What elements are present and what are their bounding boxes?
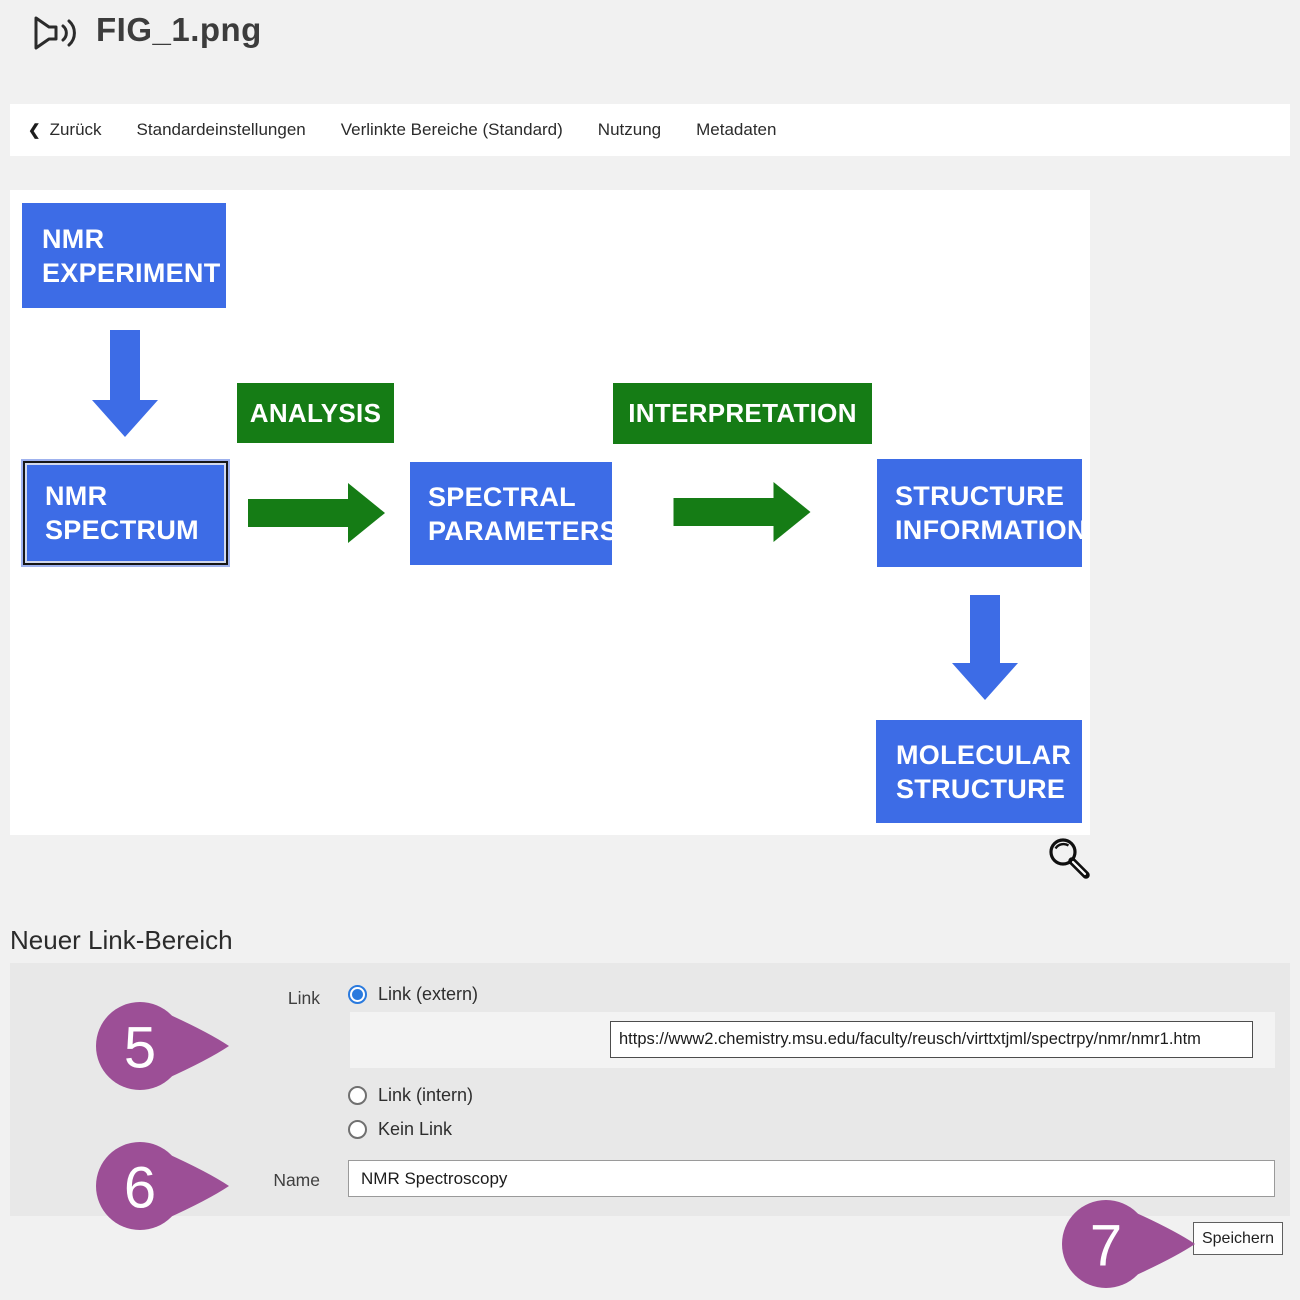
- annotation-marker-5: 5: [96, 1002, 229, 1090]
- nav-bar: ❮ Zurück Standardeinstellungen Verlinkte…: [10, 104, 1290, 156]
- radio-link-intern[interactable]: [348, 1086, 367, 1105]
- flow-node-nmr-spectrum-selected-region[interactable]: NMR SPECTRUM: [23, 461, 228, 565]
- flow-node-structure-information: STRUCTURE INFORMATION: [877, 459, 1087, 567]
- nav-item-metadaten[interactable]: Metadaten: [696, 120, 777, 139]
- save-button[interactable]: Speichern: [1193, 1222, 1283, 1255]
- arrow-down-icon: [952, 595, 1018, 700]
- url-field-wrapper: [350, 1012, 1275, 1068]
- flow-label-analysis: ANALYSIS: [237, 383, 394, 443]
- node-label-line: INFORMATION: [895, 515, 1087, 545]
- nav-item-standardeinstellungen[interactable]: Standardeinstellungen: [136, 120, 306, 139]
- node-label-line: SPECTRUM: [45, 515, 199, 545]
- name-input[interactable]: [348, 1160, 1275, 1197]
- marker-number: 6: [124, 1156, 156, 1221]
- node-label-line: NMR: [42, 223, 105, 254]
- zoom-icon[interactable]: [1046, 835, 1094, 883]
- section-title: Neuer Link-Bereich: [10, 925, 233, 955]
- radio-link-extern[interactable]: [348, 985, 367, 1004]
- flow-node-nmr-experiment: NMR EXPERIMENT: [22, 203, 226, 308]
- figure-canvas[interactable]: NMR EXPERIMENT ANALYSIS NMR SPECTRUM SPE…: [10, 190, 1090, 835]
- radio-kein-link-label: Kein Link: [378, 1119, 453, 1139]
- node-label-line: MOLECULAR: [896, 739, 1072, 770]
- arrow-right-icon: [248, 483, 385, 543]
- back-label: Zurück: [49, 120, 102, 139]
- radio-row-link-intern[interactable]: Link (intern): [348, 1085, 473, 1106]
- node-label-line: STRUCTURE: [896, 773, 1066, 804]
- chevron-left-icon: ❮: [28, 122, 41, 139]
- node-label-line: SPECTRAL: [428, 481, 576, 512]
- radio-row-link-extern[interactable]: Link (extern): [348, 984, 478, 1005]
- node-label-line: PARAMETERS: [428, 515, 619, 546]
- link-form-panel: Link Link (extern) Link (intern) Kein Li…: [10, 963, 1290, 1216]
- node-label-line: STRUCTURE: [895, 481, 1065, 511]
- nav-item-verlinkte-bereiche[interactable]: Verlinkte Bereiche (Standard): [340, 120, 563, 139]
- annotation-marker-7: 7: [1062, 1200, 1195, 1288]
- marker-number: 7: [1090, 1214, 1122, 1279]
- flow-node-molecular-structure: MOLECULAR STRUCTURE: [876, 720, 1082, 823]
- radio-link-intern-label: Link (intern): [378, 1085, 474, 1105]
- radio-row-kein-link[interactable]: Kein Link: [348, 1119, 452, 1140]
- link-label: Link: [287, 988, 320, 1008]
- radio-kein-link[interactable]: [348, 1120, 367, 1139]
- url-input[interactable]: [610, 1021, 1253, 1058]
- nav-item-nutzung[interactable]: Nutzung: [597, 120, 662, 139]
- arrow-down-icon: [92, 330, 158, 437]
- back-button[interactable]: ❮ Zurück: [28, 120, 102, 140]
- radio-link-extern-label: Link (extern): [378, 984, 479, 1004]
- flow-node-spectral-parameters: SPECTRAL PARAMETERS: [410, 462, 619, 565]
- speaker-icon[interactable]: [30, 10, 80, 50]
- page-title: FIG_1.png: [96, 11, 262, 48]
- flow-label-interpretation: INTERPRETATION: [613, 383, 872, 444]
- header: FIG_1.png: [30, 10, 262, 50]
- marker-number: 5: [124, 1016, 156, 1081]
- name-label: Name: [273, 1170, 320, 1190]
- annotation-marker-6: 6: [96, 1142, 229, 1230]
- node-label-line: EXPERIMENT: [42, 257, 221, 288]
- arrow-right-icon: [673, 482, 811, 542]
- node-label-line: NMR: [45, 481, 108, 511]
